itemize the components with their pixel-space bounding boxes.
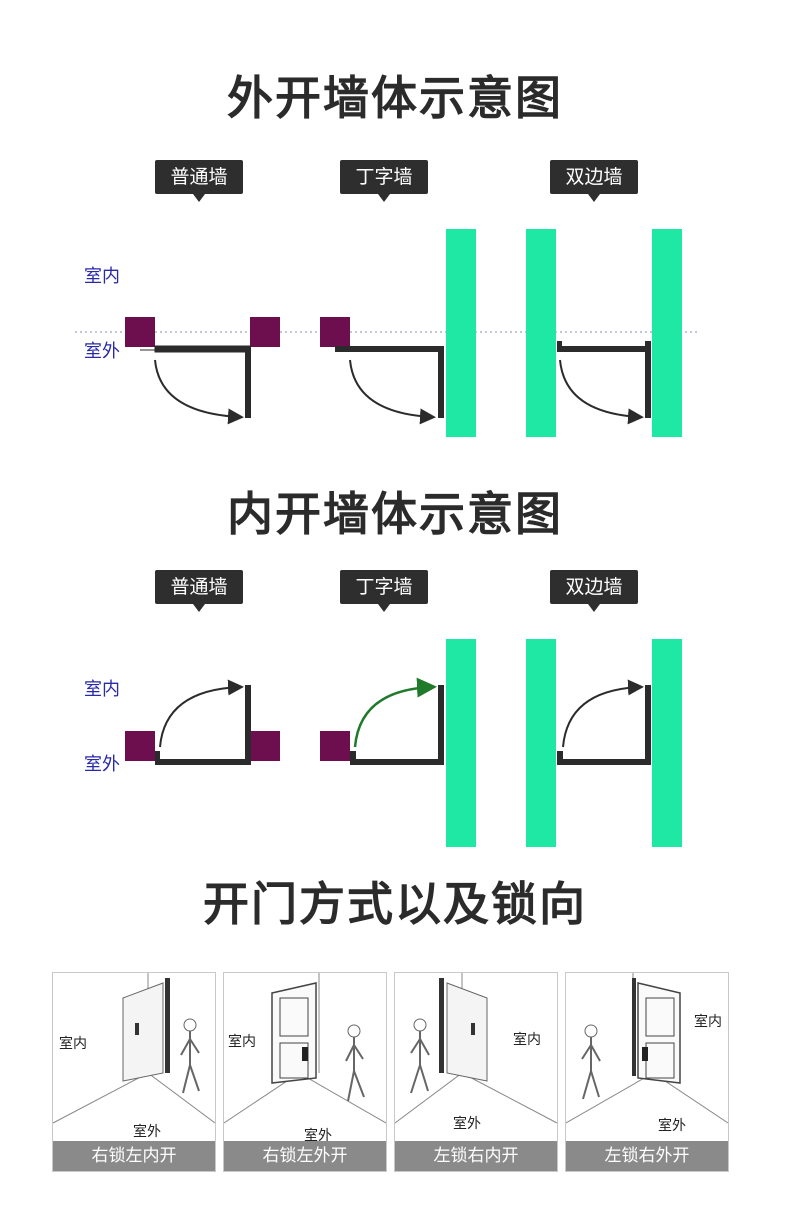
room-illustration [53, 973, 215, 1124]
swing-arc [159, 679, 244, 748]
tag-double-wall: 双边墙 [550, 570, 638, 612]
door-leaf [438, 346, 444, 418]
label-inside: 室内 [59, 1036, 87, 1052]
card-caption: 左锁右外开 [566, 1141, 728, 1171]
outward-section-title: 外开墙体示意图 [227, 71, 563, 125]
door-frame [557, 751, 650, 765]
label-outside: 室外 [304, 1128, 332, 1144]
label-outside: 室外 [84, 754, 120, 775]
door-leaf [245, 685, 251, 765]
door-leaf [438, 685, 444, 765]
tag-double-wall: 双边墙 [550, 160, 638, 202]
swing-arc [559, 359, 644, 425]
tag-normal-wall: 普通墙 [155, 160, 243, 202]
label-inside: 室内 [84, 266, 120, 287]
label-inside: 室内 [228, 1034, 256, 1050]
label-inside: 室内 [513, 1032, 541, 1048]
inward-opening-diagram [125, 639, 682, 847]
swing-arc [349, 359, 436, 425]
door-frame [140, 345, 251, 353]
label-outside: 室外 [133, 1124, 161, 1140]
pillar-right [250, 731, 280, 761]
room-illustration [224, 973, 386, 1124]
label-inside: 室内 [694, 1014, 722, 1030]
label-outside: 室外 [84, 341, 120, 362]
tag-t-wall: 丁字墙 [340, 160, 428, 202]
pillar-left [320, 731, 350, 761]
opening-card-right-lock-left-outward: 室内 室外 右锁左外开 [223, 972, 387, 1172]
pillar-left [320, 317, 350, 347]
green-wall [652, 639, 682, 847]
door-frame [155, 751, 250, 765]
green-wall [652, 229, 682, 437]
inward-section-title: 内开墙体示意图 [227, 487, 563, 541]
outward-opening-diagram [75, 229, 700, 437]
green-wall [526, 229, 556, 437]
door-leaf [645, 341, 651, 418]
door-leaf [245, 346, 251, 418]
swing-arc [154, 359, 244, 425]
card-caption: 右锁左外开 [224, 1141, 386, 1171]
room-illustration [566, 973, 728, 1124]
green-wall [446, 639, 476, 847]
door-frame [350, 751, 440, 765]
swing-arc [353, 677, 437, 748]
green-wall [526, 639, 556, 847]
tag-normal-wall: 普通墙 [155, 570, 243, 612]
swing-arc [562, 679, 644, 748]
room-illustration [395, 973, 557, 1124]
green-wall [446, 229, 476, 437]
card-caption: 左锁右内开 [395, 1141, 557, 1171]
pillar-right [250, 317, 280, 347]
label-outside: 室外 [658, 1118, 686, 1134]
door-frame [335, 346, 440, 352]
label-inside: 室内 [84, 679, 120, 700]
label-outside: 室外 [453, 1116, 481, 1132]
opening-section-title: 开门方式以及锁向 [203, 877, 587, 931]
door-leaf [645, 685, 651, 765]
opening-card-left-lock-right-outward: 室内 室外 左锁右外开 [565, 972, 729, 1172]
tag-t-wall: 丁字墙 [340, 570, 428, 612]
pillar-left [125, 317, 155, 347]
pillar-left [125, 731, 155, 761]
opening-card-left-lock-right-inward: 室内 室外 左锁右内开 [394, 972, 558, 1172]
card-caption: 右锁左内开 [53, 1141, 215, 1171]
opening-card-right-lock-left-inward: 室内 室外 右锁左内开 [52, 972, 216, 1172]
door-frame [557, 341, 650, 352]
